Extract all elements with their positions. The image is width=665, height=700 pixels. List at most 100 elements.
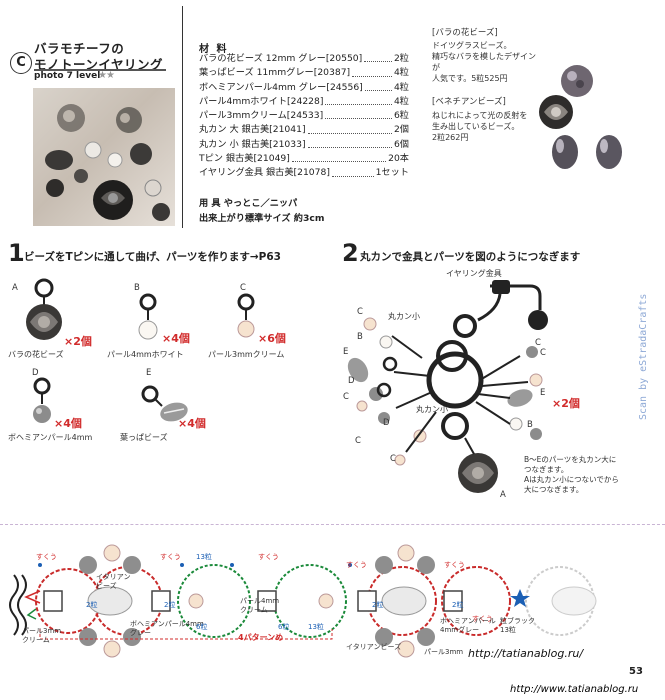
bead-count: 2粒 <box>164 601 176 609</box>
note-rose-title: [バラの花ビーズ] <box>432 28 498 38</box>
part-letter: D <box>348 376 355 386</box>
venetian-bead-photo-icon <box>596 135 622 169</box>
material-item: パール3mmクリーム[24533]6粒 <box>199 110 409 122</box>
page-number: 53 <box>629 666 643 677</box>
rose-bead-photo-icon <box>561 65 593 97</box>
pearl-4mm-label: パール4mm クリーム <box>240 597 280 614</box>
bracelet-scoop-label: すくう <box>258 553 279 561</box>
part-e-leaf-bead-icon <box>141 385 188 422</box>
step-2-number: 2 <box>342 239 359 267</box>
finished-size: 出来上がり標準サイズ 約3cm <box>199 213 325 224</box>
bracelet-diagram <box>9 544 597 658</box>
part-letter: B <box>527 420 533 430</box>
bracelet-scoop-label: すくう <box>472 615 493 623</box>
material-item: ボヘミアンパール4mm グレー[24556]4粒 <box>199 81 409 93</box>
earring-photo <box>33 88 175 226</box>
italian-bead-label-bottom: イタリアンビーズ <box>346 643 402 651</box>
part-d-label: ボヘミアンパール4mm <box>8 433 93 442</box>
part-letter: C <box>540 348 546 358</box>
step-2-text: 丸カンで金具とパーツを図のようにつなぎます <box>360 251 581 263</box>
part-b-white-pearl-icon <box>138 293 158 340</box>
small-ring-label-bottom: 丸カン小 <box>416 405 448 414</box>
assembly-count: ×2個 <box>552 397 580 410</box>
part-letter: C <box>535 338 541 348</box>
material-item: Tピン 銀古美[21049]20本 <box>199 153 409 165</box>
assembly-note: B〜Eのパーツを丸カン大につなぎます。Aは丸カン小につないでから大につなぎます。 <box>524 455 619 494</box>
bracelet-scoop-label: すくう <box>444 561 465 569</box>
step-1-number: 1 <box>8 239 25 267</box>
bead-count: 6粒 <box>278 623 290 631</box>
big-ring-label: 丸カン大 <box>443 376 475 385</box>
note-venetian-body: ねじれによって光の反射を生み出しているビーズ。2粒262円 <box>432 111 528 142</box>
level-stars-icon: ★★ <box>98 70 115 81</box>
note-rose-body: ドイツグラスビーズ。精巧なバラを模したデザインが人気です。5粒525円 <box>432 41 536 83</box>
footer-url: http://www.tatianablog.ru <box>510 684 639 695</box>
bohemian-label-1: ボヘミアンパール4mm グレー <box>130 620 204 637</box>
part-letter: C <box>390 454 396 464</box>
bracelet-scoop-label: すくう <box>346 561 367 569</box>
photo-level-tag: photo 7 level <box>34 71 101 81</box>
earring-fitting-label: イヤリング金具 <box>446 269 502 278</box>
bead-count: 13粒 <box>196 553 212 561</box>
part-e-count: ×4個 <box>178 417 206 430</box>
part-a-letter: A <box>12 283 18 293</box>
earring-photo-art <box>45 104 170 221</box>
material-item: 葉っぱビーズ 11mmグレー[20387]4粒 <box>199 67 409 79</box>
title-underline <box>34 69 166 71</box>
pearl-3mm-label: パール3mm クリーム <box>22 627 62 644</box>
black-bead-label: 粒ブラック 13粒 <box>500 617 535 634</box>
blog-url: http://tatianablog.ru/ <box>468 647 584 660</box>
materials-list: バラの花ビーズ 12mm グレー[20550]2粒 葉っぱビーズ 11mmグレー… <box>199 52 409 181</box>
italian-bead-label: イタリアン ビーズ <box>96 573 131 590</box>
material-item: パール4mmホワイト[24228]4粒 <box>199 95 409 107</box>
part-c-cream-pearl-icon <box>237 293 255 338</box>
bead-count: 2粒 <box>372 601 384 609</box>
header-divider <box>182 6 183 228</box>
part-letter: B <box>357 332 363 342</box>
part-b-letter: B <box>134 283 140 293</box>
part-d-bohemian-pearl-icon <box>33 377 51 423</box>
part-e-label: 葉っぱビーズ <box>120 433 168 442</box>
bracelet-scoop-label: すくう <box>36 553 57 561</box>
part-a-rose-bead-icon <box>26 278 62 340</box>
bead-count: 2粒 <box>86 601 98 609</box>
part-letter: A <box>500 490 506 500</box>
pattern-label: 4パターンめ <box>238 633 284 642</box>
part-letter: C <box>357 307 363 317</box>
title-line-1: バラモチーフの <box>34 41 125 56</box>
tools-line: 用 具 やっとこ／ニッパ <box>199 198 298 209</box>
part-b-count: ×4個 <box>162 332 190 345</box>
part-b-label: パール4mmホワイト <box>107 350 184 359</box>
part-letter: D <box>383 418 390 428</box>
part-letter: C <box>343 392 349 402</box>
section-badge: C <box>10 52 32 74</box>
material-item: イヤリング金具 銀古美[21078]1セット <box>199 167 409 179</box>
part-c-label: パール3mmクリーム <box>208 350 285 359</box>
part-c-letter: C <box>240 283 246 293</box>
bracelet-scoop-label: すくう <box>160 553 181 561</box>
part-c-count: ×6個 <box>258 332 286 345</box>
part-letter: E <box>540 388 546 398</box>
rose-bead-photo-icon <box>539 95 573 129</box>
material-item: バラの花ビーズ 12mm グレー[20550]2粒 <box>199 53 409 64</box>
assembly-diagram <box>347 280 548 493</box>
part-letter: C <box>355 436 361 446</box>
note-venetian-title: [ベネチアンビーズ] <box>432 97 506 107</box>
bead-count: 2粒 <box>452 601 464 609</box>
venetian-bead-photo-icon <box>552 135 578 169</box>
material-item: 丸カン 大 銀古美[21041]2個 <box>199 124 409 136</box>
title-line-2: モノトーンイヤリング <box>34 57 164 72</box>
part-e-letter: E <box>146 368 152 378</box>
part-letter: E <box>343 347 349 357</box>
scan-watermark: Scan by eStradaCrafts <box>638 293 649 420</box>
bead-count: 13粒 <box>308 623 324 631</box>
material-item: 丸カン 小 銀古美[21033]6個 <box>199 138 409 150</box>
section-divider <box>0 524 665 525</box>
materials-heading: 材 料 <box>199 44 229 55</box>
part-a-count: ×2個 <box>64 335 92 348</box>
part-d-letter: D <box>32 368 39 378</box>
small-ring-label-top: 丸カン小 <box>388 312 420 321</box>
pearl-3mm-label-bottom: パール3mm <box>424 648 464 656</box>
bohemian-label-2: ボヘミアンパール 4mmグレー <box>440 617 496 634</box>
